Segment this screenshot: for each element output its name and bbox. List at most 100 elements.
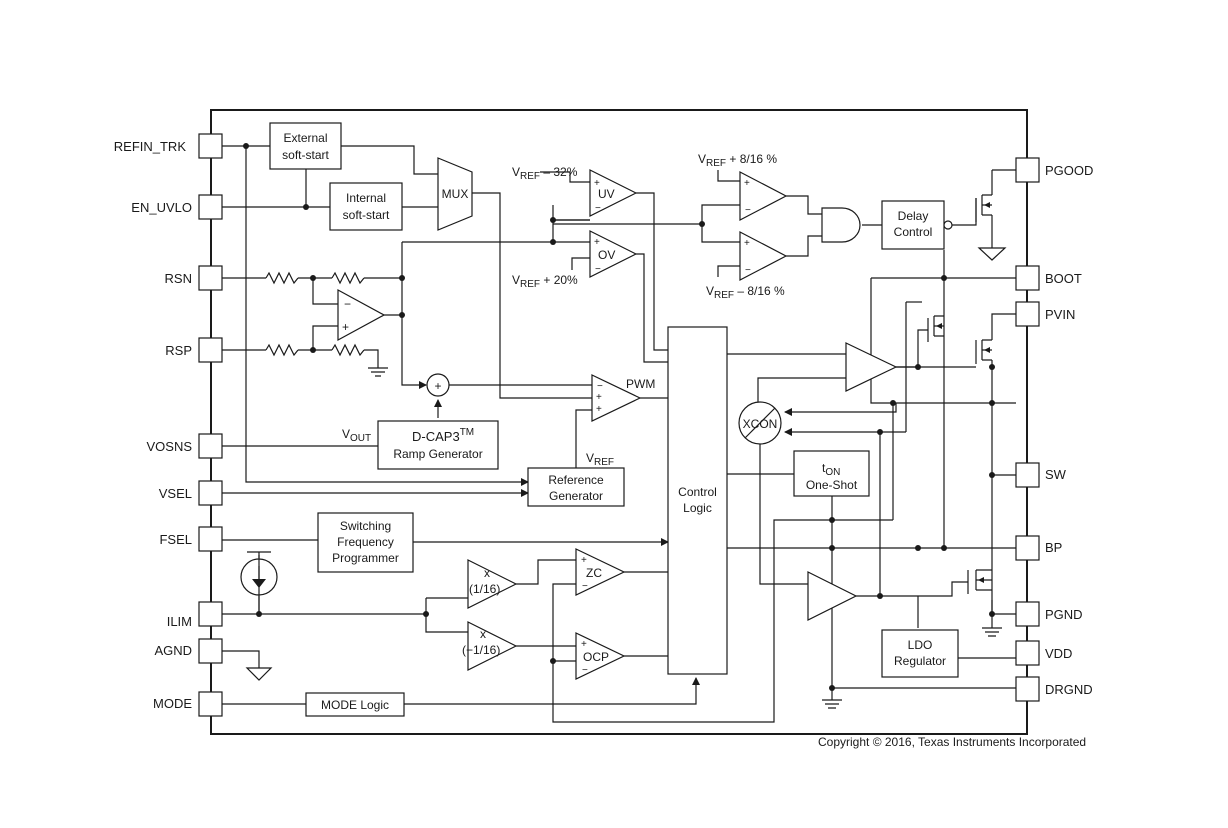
svg-text:PVIN: PVIN [1045,307,1075,322]
wires [222,145,1016,723]
svg-text:D-CAP3TM: D-CAP3TM [412,427,474,444]
zc-comparator: + − ZC [575,548,626,596]
svg-text:VREF: VREF [586,451,614,468]
svg-text:Delay: Delay [898,209,929,223]
dcap3-ramp-generator-block: D-CAP3TM Ramp Generator [377,420,499,470]
svg-text:+: + [581,639,587,650]
delay-control-block: Delay Control [881,200,945,250]
svg-text:LDO: LDO [908,638,933,652]
svg-text:One-Shot: One-Shot [806,478,858,492]
svg-text:RSP: RSP [165,343,192,358]
external-soft-start-block: External soft-start [269,122,342,170]
svg-text:VREF + 20%: VREF + 20% [512,273,578,290]
svg-text:+: + [596,392,602,403]
svg-text:Programmer: Programmer [332,551,399,565]
pin-pgnd: PGND [1015,601,1083,627]
svg-text:x: x [484,566,490,580]
low-side-mosfet [967,569,992,594]
pin-pgood: PGOOD [1015,157,1093,183]
svg-text:−: − [582,665,588,676]
svg-text:−: − [595,203,601,214]
ground-symbols [245,247,1007,709]
pin-rsp: RSP [165,337,223,363]
diff-amp: − + [337,288,386,342]
summing-junction: + [426,373,450,397]
and-gate [821,207,861,243]
copyright-text: Copyright © 2016, Texas Instruments Inco… [818,735,1087,749]
svg-text:MODE Logic: MODE Logic [321,698,389,712]
svg-text:SW: SW [1045,467,1067,482]
right-pins: PGOOD BOOT PVIN SW BP PGND VDD DRGND [1015,157,1093,702]
pin-drgnd: DRGND [1015,676,1093,702]
svg-text:OCP: OCP [583,650,609,664]
svg-text:VDD: VDD [1045,646,1072,661]
svg-text:−: − [595,264,601,275]
svg-text:Ramp Generator: Ramp Generator [393,447,482,461]
svg-text:PGND: PGND [1045,607,1083,622]
svg-text:VOSNS: VOSNS [146,439,192,454]
svg-text:Generator: Generator [549,489,603,503]
svg-text:(−1/16): (−1/16) [462,643,500,657]
pin-rsn: RSN [165,265,223,291]
junction-dots [243,143,995,691]
svg-text:−: − [582,581,588,592]
svg-text:BOOT: BOOT [1045,271,1082,286]
svg-text:−: − [597,381,603,392]
svg-text:tON: tON [822,461,840,478]
svg-text:VOUT: VOUT [342,427,371,444]
svg-text:+: + [594,237,600,248]
svg-text:MUX: MUX [442,187,469,201]
pin-bp: BP [1015,535,1062,561]
svg-text:+: + [744,178,750,189]
svg-text:−: − [745,205,751,216]
pin-vosns: VOSNS [146,433,223,459]
pin-sw: SW [1015,462,1067,488]
pin-agnd: AGND [154,638,223,664]
svg-text:soft-start: soft-start [343,208,390,222]
svg-text:x: x [480,627,486,641]
current-source [240,551,278,596]
pin-pvin: PVIN [1015,301,1075,327]
svg-text:+: + [581,555,587,566]
svg-text:+: + [744,238,750,249]
internal-soft-start-block: Internal soft-start [329,182,403,231]
xcon-block: XCON [738,401,782,445]
svg-text:OV: OV [598,248,615,262]
pin-en-uvlo: EN_UVLO [131,194,223,220]
pin-boot: BOOT [1015,265,1082,291]
svg-text:+: + [594,178,600,189]
ocp-comparator: + − OCP [575,632,626,680]
pin-ilim: ILIM [167,601,223,629]
svg-text:Reference: Reference [548,473,604,487]
ton-one-shot-block: tON One-Shot [793,450,870,497]
svg-text:DRGND: DRGND [1045,682,1093,697]
low-side-driver [807,571,858,621]
svg-text:Control: Control [894,225,933,239]
svg-text:+: + [342,320,349,334]
chip-outline [210,109,1028,735]
pgood-mosfet [943,194,992,230]
svg-text:FSEL: FSEL [159,532,192,547]
svg-text:−: − [745,265,751,276]
control-logic-block: Control Logic [667,326,728,675]
reference-labels: VREF – 32% VREF + 20% VREF + 8/16 % VREF… [342,152,785,468]
pin-vsel: VSEL [159,480,223,506]
svg-text:ZC: ZC [586,566,602,580]
svg-text:UV: UV [598,187,615,201]
boot-mosfet [927,315,944,342]
pwm-comparator: − + + PWM [591,374,655,422]
svg-text:Switching: Switching [340,519,391,533]
svg-text:−: − [344,297,351,311]
svg-text:VREF – 8/16 %: VREF – 8/16 % [706,284,785,301]
high-side-driver [845,342,898,392]
svg-text:+: + [434,379,441,393]
svg-text:RSN: RSN [165,271,192,286]
pgood-low-comparator: + − [739,231,788,281]
svg-text:PGOOD: PGOOD [1045,163,1093,178]
ldo-regulator-block: LDO Regulator [881,629,959,678]
svg-text:(1/16): (1/16) [469,582,500,596]
switching-frequency-programmer-block: Switching Frequency Programmer [317,512,414,573]
pin-fsel: FSEL [159,526,223,552]
svg-text:Frequency: Frequency [337,535,394,549]
